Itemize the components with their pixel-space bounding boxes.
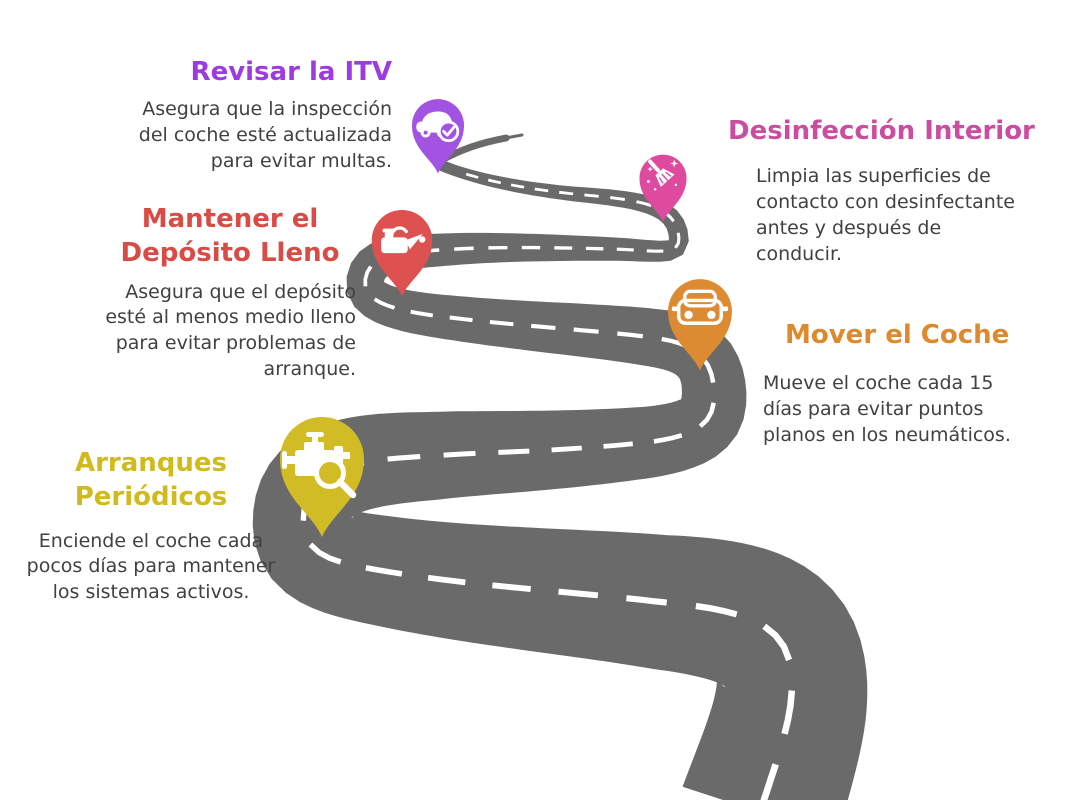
milestone-deposito: Mantener el Depósito Lleno Asegura que e… [104, 202, 356, 383]
engine-search-icon [282, 432, 357, 499]
milestone-title: Desinfección Interior [728, 116, 1035, 146]
road-start-flourish-tip [498, 133, 524, 141]
milestone-pin-deposito [371, 209, 433, 297]
milestone-itv: Revisar la ITV Asegura que la inspección… [120, 55, 392, 175]
milestone-desinfeccion: Desinfección Interior Limpia las superfi… [728, 114, 1040, 268]
oil-can-icon [381, 226, 426, 254]
milestone-description: Asegura que la inspección del coche esté… [138, 98, 392, 172]
milestone-pin-arranques [280, 417, 364, 537]
road-surface [252, 158, 868, 800]
milestone-description: Mueve el coche cada 15 días para evitar … [763, 372, 1011, 446]
milestone-title: Mantener el Depósito Lleno [120, 204, 340, 269]
map-pin-shape [371, 209, 433, 297]
map-pin-shape [639, 154, 687, 222]
milestone-title: Revisar la ITV [190, 57, 392, 87]
milestone-description: Limpia las superficies de contacto con d… [756, 165, 1015, 265]
car-front-icon [671, 289, 729, 325]
milestone-mover: Mover el Coche Mueve el coche cada 15 dí… [763, 318, 1021, 449]
milestone-title: Mover el Coche [785, 320, 1010, 350]
milestone-title: Arranques Periódicos [74, 448, 228, 513]
milestone-arranques: Arranques Periódicos Enciende el coche c… [25, 446, 277, 606]
milestone-description: Enciende el coche cada pocos días para m… [26, 529, 276, 604]
milestone-pin-itv [411, 99, 465, 174]
cleaning-brush-icon [646, 159, 679, 191]
milestone-pin-desinfeccion [639, 154, 687, 222]
milestone-description: Asegura que el depósito esté al menos me… [105, 280, 356, 381]
milestone-pin-mover [668, 279, 732, 371]
car-check-icon [416, 111, 460, 143]
